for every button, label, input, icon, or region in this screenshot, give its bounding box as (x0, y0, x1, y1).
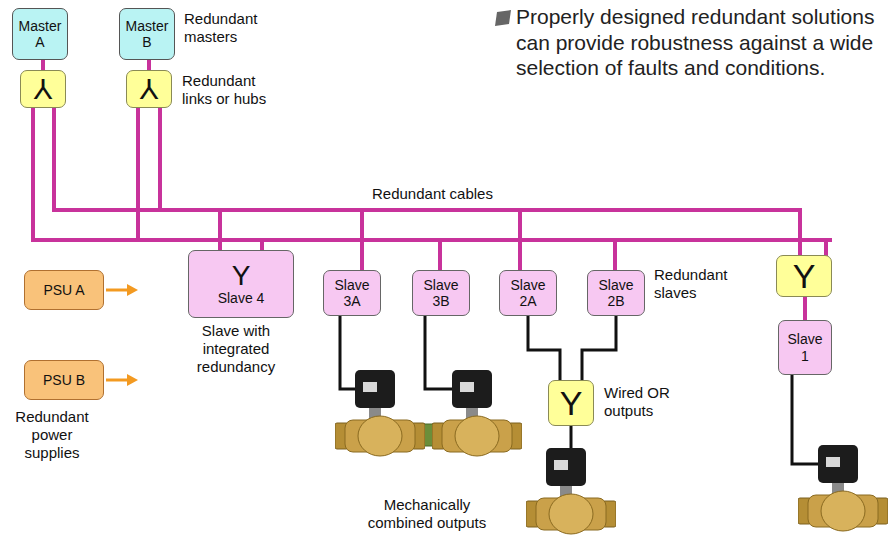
bullet-text: Properly designed redundant solutions ca… (516, 4, 888, 81)
solenoid-valve (526, 448, 616, 534)
annotation-label: Redundant masters (184, 10, 272, 46)
redundancy-symbol: Y (232, 262, 251, 290)
annotation-label: Redundant slaves (654, 266, 744, 302)
master-box: Master B (119, 8, 175, 60)
solenoid-valve (432, 370, 522, 456)
annotation-label: Mechanically combined outputs (352, 496, 502, 532)
box-label: Slave 4 (218, 290, 265, 306)
annotation-label: Slave with integrated redundancy (186, 322, 286, 376)
hub-box: Y (20, 70, 66, 108)
redundancy-symbol: Y (139, 74, 159, 104)
box-label: Master A (16, 18, 64, 50)
annotation-label: Redundant power supplies (2, 408, 102, 462)
redundancy-symbol: Y (33, 74, 53, 104)
slave-box: YSlave 4 (188, 250, 294, 318)
wired-or-box: Y (548, 380, 594, 426)
link-cable (43, 60, 44, 70)
psu-box: PSU A (24, 270, 104, 310)
annotation-label: Redundant links or hubs (182, 72, 286, 108)
redundancy-symbol: Y (560, 386, 583, 420)
output-wire (582, 316, 616, 380)
solenoid-valve (798, 445, 888, 531)
redundancy-box: Y (776, 255, 832, 297)
bullet-mark (495, 10, 511, 26)
box-label: Slave 2A (503, 277, 553, 309)
slave-box: Slave 2A (499, 270, 557, 316)
redundancy-symbol: Y (793, 259, 816, 293)
slave-box: Slave 3A (323, 270, 381, 316)
solenoid-valve (335, 370, 425, 456)
annotation-label: Redundant cables (372, 185, 572, 203)
psu-box: PSU B (24, 360, 104, 400)
box-label: Master B (123, 18, 171, 50)
box-label: Slave 2B (591, 277, 641, 309)
box-label: Slave 3B (416, 277, 466, 309)
box-label: Slave 3A (327, 277, 377, 309)
box-label: PSU A (43, 282, 84, 298)
link-cable (149, 60, 150, 70)
redundant-cables (33, 102, 830, 270)
slave-box: Slave 3B (412, 270, 470, 316)
power-arrow (106, 284, 138, 386)
output-wire (528, 316, 560, 380)
hub-box: Y (126, 70, 172, 108)
box-label: PSU B (43, 372, 85, 388)
master-box: Master A (12, 8, 68, 60)
slave-box: Slave 2B (587, 270, 645, 316)
annotation-label: Wired OR outputs (604, 384, 684, 420)
slave-box: Slave 1 (778, 320, 832, 375)
box-label: Slave 1 (782, 331, 828, 363)
link-cable (805, 297, 806, 320)
